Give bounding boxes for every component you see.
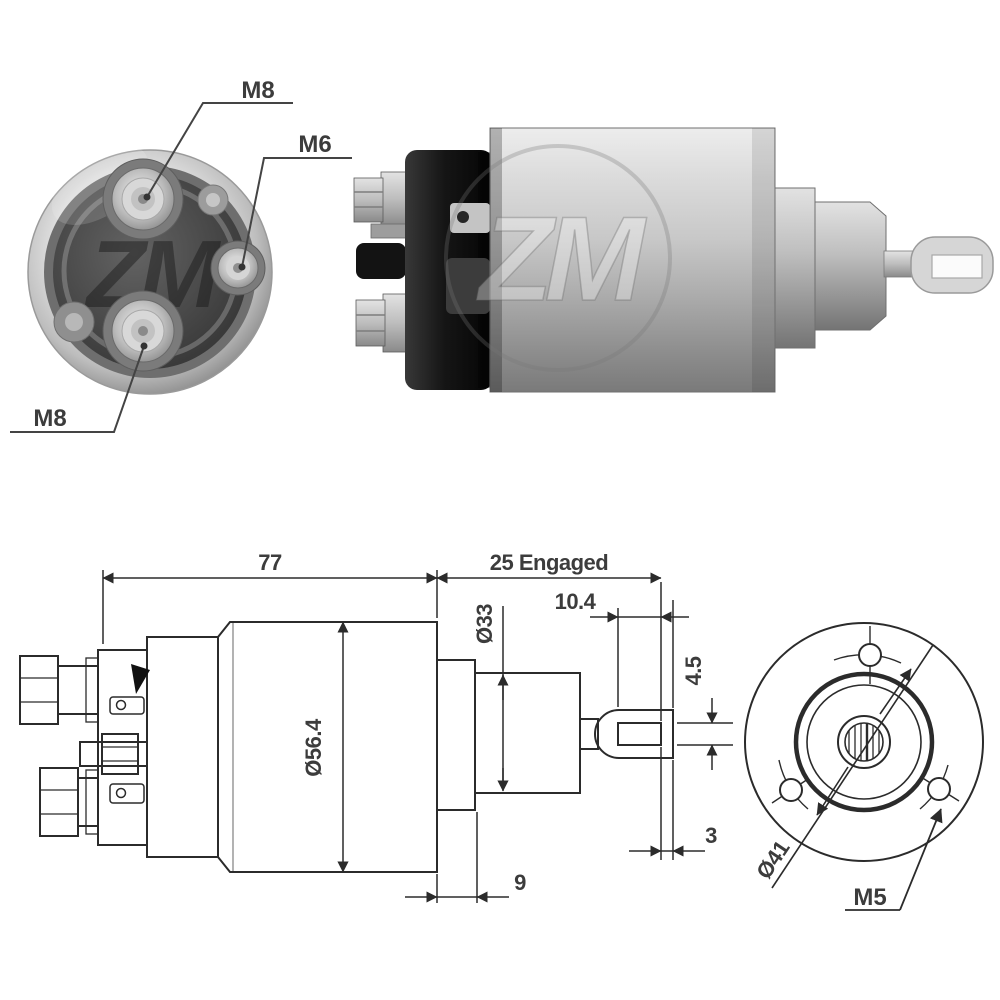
rubber-boot-terminal [356,243,406,279]
dim-body-diameter: Ø56.4 [301,621,349,873]
mount-hole-label: M5 [853,884,886,911]
m5-leader: M5 [845,808,943,911]
front-view-leaders [10,102,352,433]
dim-dia56-text: Ø56.4 [301,718,326,777]
spade-terminal-photo [450,203,490,233]
small-stud [53,301,95,343]
dim-3-text: 3 [705,823,717,848]
pointer-triangle-icon [131,664,150,694]
terminal-boss-top-m8 [102,158,184,240]
photo-step-ring [774,187,816,349]
rear-hub-inner [844,722,884,762]
leader-m8-top [146,102,293,198]
dimension-drawing: 77 25 Engaged 10.4 Ø33 Ø56.4 [19,550,733,903]
brand-watermark-side: ZM [476,192,647,326]
dim-rear-step: 9 [405,812,527,903]
terminal-label-m8-bottom: M8 [33,405,66,432]
rear-view-drawing: Ø41 M5 [744,622,984,911]
dim-10-4-text: 10.4 [555,589,597,614]
terminal-boss-side-m6 [210,240,266,296]
leader-dot-bottom [140,342,148,350]
dim-dia41-text: Ø41 [751,836,794,883]
dim-25-engaged-text: 25 Engaged [490,550,608,575]
dim-fork-wall: 3 [629,747,718,860]
leader-dot-top [143,193,151,201]
terminal-boss-bottom-m8 [102,290,184,372]
rear-bold-ring [793,671,935,813]
dim-overall-length: 77 [102,550,438,644]
dim-77-text: 77 [258,550,282,575]
solenoid-front-face [53,175,247,369]
photo-plunger-rod [883,250,914,278]
rear-inner-ring [806,684,922,800]
terminal-label-m6: M6 [298,131,331,158]
cylinder-right-shade [752,128,775,392]
photo-rear-cylinder [814,201,887,331]
solenoid-body-outline [97,621,581,873]
dim-plunger-travel: 10.4 [555,589,689,707]
dim-fork-slot: 4.5 [677,656,733,770]
dim-4-5-text: 4.5 [681,656,706,685]
watermark-circle-side [444,144,672,372]
drawing-plunger-fork [579,709,674,759]
small-nut [197,184,229,216]
photo-fork-slot [931,254,983,279]
front-view-photo: ZM [10,77,352,433]
dim-bolt-circle: Ø41 [751,644,934,889]
rear-outer-circle [744,622,984,862]
spade-hole [457,211,469,223]
dim-neck-diameter: Ø33 [472,604,509,792]
side-view-photo: ZM [353,127,994,393]
leader-m6 [241,157,352,268]
drawing-terminals [19,655,150,837]
dim-9-text: 9 [514,870,526,895]
cylinder-seam [490,128,502,392]
dim-dia33-text: Ø33 [472,604,497,644]
dim-engaged-length: 25 Engaged [436,550,674,721]
cap-recess [446,258,490,314]
leader-dot-side [238,263,246,271]
photo-terminal-bolts [353,171,412,353]
mount-holes [779,643,951,802]
terminal-label-m8-top: M8 [241,77,274,104]
photo-main-cylinder [489,127,776,393]
leader-m8-bottom [10,345,145,433]
rear-hub [837,715,891,769]
